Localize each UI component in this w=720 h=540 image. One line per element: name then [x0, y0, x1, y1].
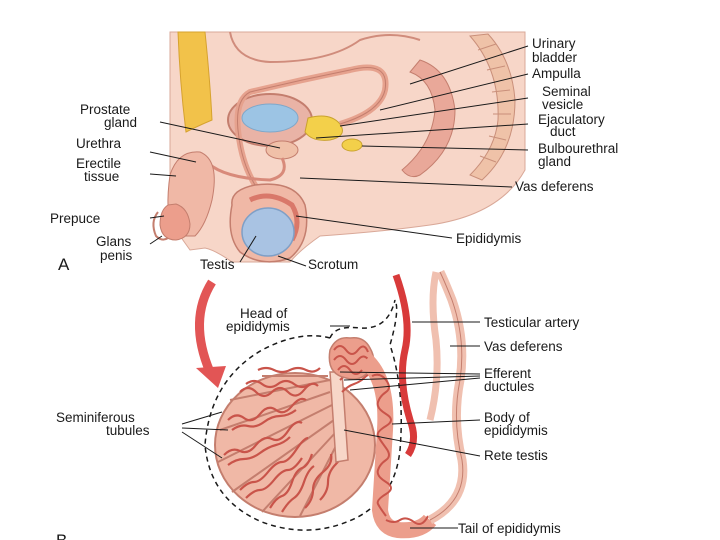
head-outline: [330, 300, 395, 338]
label-urinary-bladder-1: Urinary: [532, 36, 576, 51]
prostate-gland: [266, 141, 298, 159]
label-ampulla: Ampulla: [532, 66, 581, 81]
panel-letter-b: B: [56, 531, 67, 540]
panel-letter-a: A: [58, 255, 70, 274]
label-glans-penis-2: penis: [100, 248, 133, 263]
label-urethra: Urethra: [76, 136, 122, 151]
label-testicular-artery: Testicular artery: [484, 315, 580, 330]
label-glans-penis-1: Glans: [96, 234, 132, 249]
magnify-arrow: [199, 282, 212, 372]
label-body-of-epididymis-2: epididymis: [484, 423, 548, 438]
label-urinary-bladder-2: bladder: [532, 50, 578, 65]
label-tail-of-epididymis: Tail of epididymis: [458, 521, 561, 536]
label-scrotum: Scrotum: [308, 257, 358, 272]
label-seminal-vesicle-2: vesicle: [542, 97, 583, 112]
label-bulbourethral-gland-2: gland: [538, 154, 571, 169]
vas-deferens-tube-2: [430, 272, 437, 420]
label-prepuce: Prepuce: [50, 211, 100, 226]
label-head-of-epididymis-2: epididymis: [226, 319, 290, 334]
label-testis: Testis: [200, 257, 235, 272]
label-epididymis: Epididymis: [456, 231, 522, 246]
label-erectile-tissue-2: tissue: [84, 169, 119, 184]
label-rete-testis: Rete testis: [484, 448, 548, 463]
testicular-artery: [396, 275, 414, 455]
label-vas-deferens-b: Vas deferens: [484, 339, 563, 354]
label-efferent-ductules-2: ductules: [484, 379, 535, 394]
testis: [242, 208, 294, 256]
magnify-arrow-head: [196, 366, 226, 388]
panel-b-illustration: [196, 272, 463, 530]
label-seminiferous-tubules-2: tubules: [106, 423, 150, 438]
label-prostate-gland-2: gland: [104, 115, 137, 130]
bladder-lumen: [242, 104, 298, 132]
label-ejaculatory-duct-2: duct: [550, 124, 576, 139]
panel-a-illustration: [153, 32, 525, 262]
label-vas-deferens-a: Vas deferens: [515, 179, 594, 194]
bulbourethral-gland: [342, 139, 362, 151]
